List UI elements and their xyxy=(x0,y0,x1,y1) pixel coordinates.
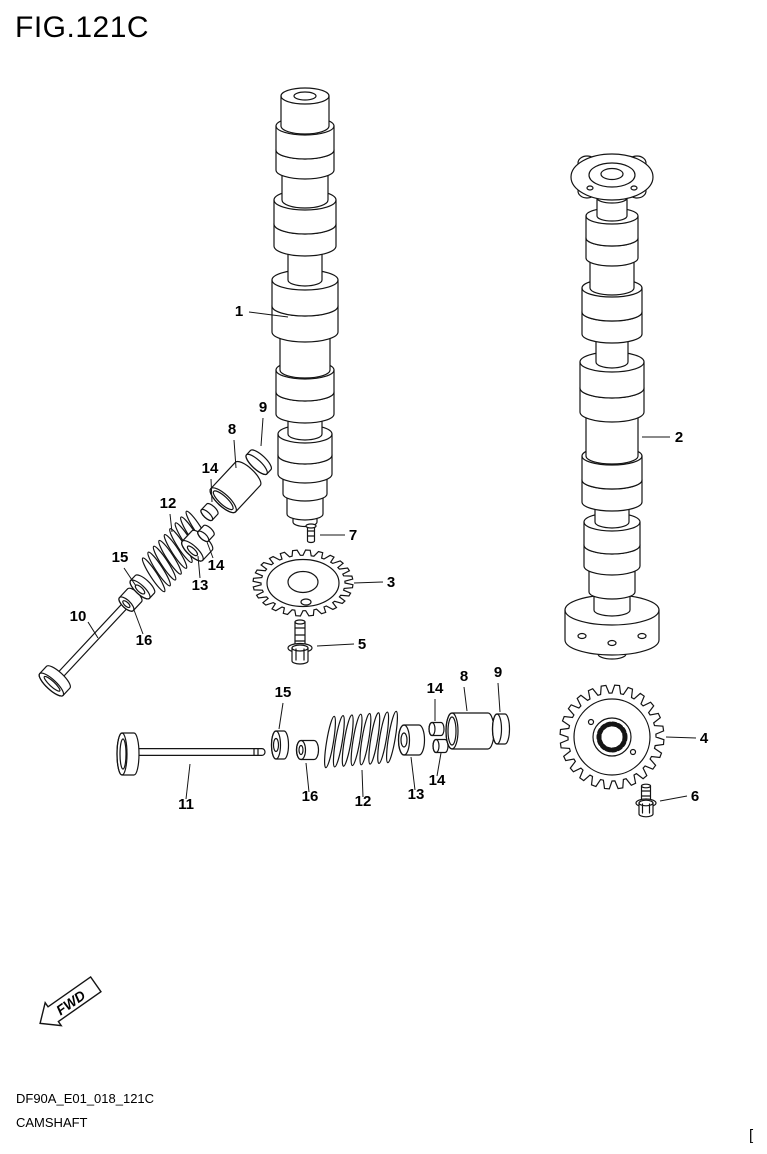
callout-6: 6 xyxy=(691,788,699,805)
leader-lines xyxy=(87,311,697,802)
valve-keeper-14-lower-a xyxy=(428,721,445,737)
leader-1 xyxy=(248,311,289,318)
camshaft-2-crown-flange xyxy=(570,153,654,201)
callout-12-lower: 12 xyxy=(355,793,372,810)
callout-8-lower: 8 xyxy=(460,668,468,685)
leader-15-upper xyxy=(123,567,137,587)
leader-12-lower xyxy=(361,769,364,798)
footer-part-code: DF90A_E01_018_121C xyxy=(16,1091,154,1106)
camshaft-1 xyxy=(271,87,339,528)
leader-13-upper xyxy=(197,555,201,579)
callout-14-lower-a: 14 xyxy=(427,680,444,697)
camshaft-1-bore xyxy=(293,91,317,101)
corner-bracket-mark: [ xyxy=(749,1127,754,1144)
spring-retainer-13-lower xyxy=(397,724,426,756)
leader-14-upper-b xyxy=(206,541,214,559)
shim-9-lower xyxy=(491,713,511,745)
callout-15-upper: 15 xyxy=(112,549,129,566)
valve-11 xyxy=(116,732,266,776)
leader-16-lower xyxy=(305,762,310,793)
spring-seat-15-upper xyxy=(129,574,156,600)
callouts: 1 2 3 4 5 6 7 8 9 14 12 15 13 14 16 10 1… xyxy=(70,303,709,813)
cam-sprocket-4 xyxy=(559,684,665,790)
leader-9-upper xyxy=(260,417,264,447)
leader-13-lower xyxy=(410,756,416,791)
callout-14-upper-b: 14 xyxy=(208,557,225,574)
valve-assembly-lower xyxy=(116,710,511,776)
callout-3: 3 xyxy=(387,574,395,591)
leader-6 xyxy=(659,795,688,802)
leader-3 xyxy=(353,581,384,584)
callout-12-upper: 12 xyxy=(160,495,177,512)
callout-9-lower: 9 xyxy=(494,664,502,681)
callout-10: 10 xyxy=(70,608,87,625)
camshaft-2 xyxy=(564,153,660,660)
callout-5: 5 xyxy=(358,636,366,653)
leader-12-upper xyxy=(169,513,173,533)
bolt-6 xyxy=(635,783,657,818)
cam-sprocket-3 xyxy=(252,549,354,617)
callout-9-upper: 9 xyxy=(259,399,267,416)
spring-seat-15-lower xyxy=(270,730,290,760)
valve-keeper-14-upper-b xyxy=(197,524,215,543)
leader-16-upper xyxy=(133,609,144,635)
fwd-arrow-icon xyxy=(39,975,102,1027)
leader-14-upper-a xyxy=(210,478,213,503)
valve-keeper-14-upper-a xyxy=(200,502,219,522)
callout-16-upper: 16 xyxy=(136,632,153,649)
shim-9-upper xyxy=(245,449,272,476)
footer-figure-name: CAMSHAFT xyxy=(16,1115,88,1130)
leader-8-upper xyxy=(233,439,237,469)
fwd-marker: FWD xyxy=(39,975,102,1027)
callout-8-upper: 8 xyxy=(228,421,236,438)
callout-14-lower-b: 14 xyxy=(429,772,446,789)
leader-9-lower xyxy=(497,682,501,713)
bolt-7 xyxy=(305,523,317,544)
leader-14-lower-b xyxy=(436,752,442,777)
callout-13-upper: 13 xyxy=(192,577,209,594)
sprocket-3-bore xyxy=(287,570,319,594)
bolt-5 xyxy=(287,619,313,665)
callout-14-upper-a: 14 xyxy=(202,460,219,477)
valve-spring-12-lower xyxy=(323,710,399,769)
valve-assembly-upper xyxy=(38,449,272,697)
leader-5 xyxy=(316,643,355,647)
leader-8-lower xyxy=(463,686,468,712)
callout-7: 7 xyxy=(349,527,357,544)
spring-seat-16-upper xyxy=(118,587,143,612)
valve-keeper-14-lower-b xyxy=(432,738,449,754)
callout-13-lower: 13 xyxy=(408,786,425,803)
tappet-8-lower xyxy=(445,712,495,750)
tappet-8-upper xyxy=(209,460,262,514)
callout-2: 2 xyxy=(675,429,683,446)
leader-4 xyxy=(665,736,697,739)
leader-11 xyxy=(185,763,191,800)
figure-title: FIG.121C xyxy=(15,11,149,44)
callout-11: 11 xyxy=(178,796,194,813)
spring-seat-16-lower xyxy=(295,739,320,761)
callout-15-lower: 15 xyxy=(275,684,292,701)
callout-1: 1 xyxy=(235,303,243,320)
callout-16-lower: 16 xyxy=(302,788,319,805)
leader-10 xyxy=(87,621,99,639)
leader-15-lower xyxy=(278,702,284,730)
callout-4: 4 xyxy=(700,730,709,747)
